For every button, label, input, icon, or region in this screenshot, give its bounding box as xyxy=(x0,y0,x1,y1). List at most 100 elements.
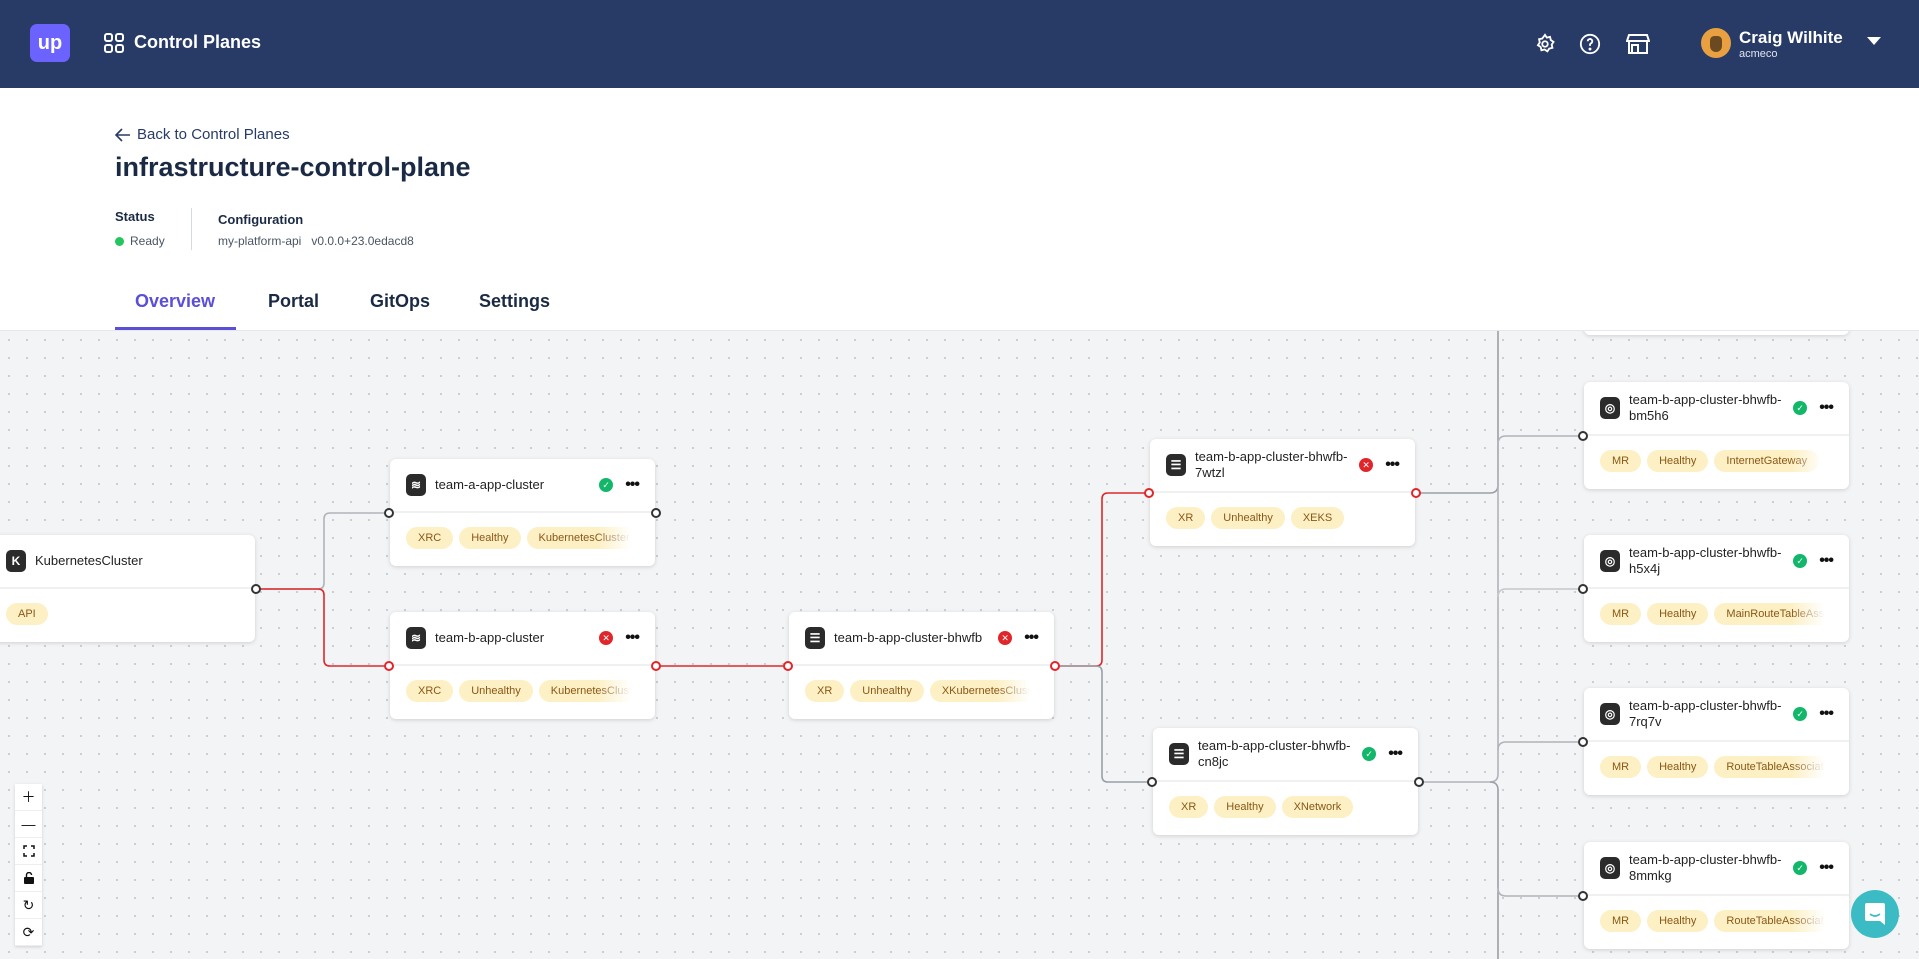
user-name[interactable]: Craig Wilhite xyxy=(1739,28,1843,47)
configuration-version: v0.0.0+23.0edacd8 xyxy=(311,234,414,248)
node-tag: XR xyxy=(1166,507,1206,529)
node-header: ☰team-b-app-cluster-bhwfb-cn8jc✓••• xyxy=(1153,728,1418,782)
section-title: Control Planes xyxy=(134,32,262,52)
node-tag: XRC xyxy=(406,680,454,702)
more-options-icon[interactable]: ••• xyxy=(1819,705,1834,722)
node-tag: Unhealthy xyxy=(850,680,924,702)
more-options-icon[interactable]: ••• xyxy=(1385,456,1400,473)
unlock-icon xyxy=(23,872,34,884)
check-circle-icon: ✓ xyxy=(599,478,614,492)
input-handle[interactable] xyxy=(384,508,394,518)
configuration-label: Configuration xyxy=(218,212,304,227)
node-title: team-a-app-cluster xyxy=(435,477,545,492)
node-header: ◎team-b-app-cluster-bhwfb-7rq7v✓••• xyxy=(1584,688,1849,742)
input-handle[interactable] xyxy=(1578,737,1588,747)
help-icon[interactable] xyxy=(1577,31,1603,57)
configuration-value[interactable]: my-platform-api v0.0.0+23.0edacd8 xyxy=(218,234,414,248)
tab-overview[interactable]: Overview xyxy=(135,291,216,311)
node-title: team-b-app-cluster-bhwfb-7rq7v xyxy=(1629,698,1782,729)
edge xyxy=(1053,492,1150,667)
output-handle[interactable] xyxy=(1414,777,1424,787)
node-tag: MainRouteTableAssociation xyxy=(1714,603,1825,625)
node-tag: XR xyxy=(1169,796,1209,818)
check-circle-icon: ✓ xyxy=(1793,554,1808,568)
zoom-in-button[interactable]: ＋ xyxy=(15,784,42,811)
node-header: ◎team-b-app-cluster-bhwfb-8mmkg✓••• xyxy=(1584,842,1849,896)
upbound-logo[interactable]: up xyxy=(30,24,70,62)
node-title: team-b-app-cluster-bhwfb-cn8jc xyxy=(1198,738,1351,769)
node-tag: Healthy xyxy=(1647,910,1709,932)
node-tag: XRC xyxy=(406,527,454,549)
output-handle[interactable] xyxy=(1411,488,1421,498)
resource-node[interactable]: ◎ xyxy=(1584,331,1849,335)
back-link[interactable]: Back to Control Planes xyxy=(115,126,290,143)
node-tag: RouteTableAssociation xyxy=(1714,756,1825,778)
output-handle[interactable] xyxy=(251,584,261,594)
node-title: team-b-app-cluster-bhwfb-8mmkg xyxy=(1629,852,1782,883)
input-handle[interactable] xyxy=(1578,891,1588,901)
tab-settings[interactable]: Settings xyxy=(479,291,551,311)
output-handle[interactable] xyxy=(651,508,661,518)
rotate-button[interactable]: ↻ xyxy=(15,892,42,919)
list-icon: ☰ xyxy=(1166,454,1186,476)
zoom-out-button[interactable]: — xyxy=(15,811,42,838)
node-tag: MR xyxy=(1600,756,1642,778)
output-handle[interactable] xyxy=(651,661,661,671)
node-tag: Unhealthy xyxy=(1211,507,1285,529)
more-options-icon[interactable]: ••• xyxy=(625,629,640,646)
input-handle[interactable] xyxy=(783,661,793,671)
check-circle-icon: ✓ xyxy=(1793,707,1808,721)
node-title: team-b-app-cluster-bhwfb-bm5h6 xyxy=(1629,392,1782,423)
tab-portal[interactable]: Portal xyxy=(268,291,320,311)
more-options-icon[interactable]: ••• xyxy=(625,476,640,493)
more-options-icon[interactable]: ••• xyxy=(1819,552,1834,569)
node-tag: InternetGateway xyxy=(1714,450,1820,472)
active-tab-indicator xyxy=(115,327,236,330)
edge xyxy=(1417,435,1584,783)
marketplace-icon[interactable] xyxy=(1625,31,1651,57)
chevron-down-icon[interactable] xyxy=(1867,37,1881,45)
more-options-icon[interactable]: ••• xyxy=(1819,859,1834,876)
input-handle[interactable] xyxy=(1578,431,1588,441)
minus-icon: — xyxy=(21,816,36,832)
back-link-label: Back to Control Planes xyxy=(137,126,290,143)
tab-gitops[interactable]: GitOps xyxy=(370,291,431,311)
status-dot xyxy=(115,237,124,246)
edge xyxy=(1053,665,1153,783)
input-handle[interactable] xyxy=(1147,777,1157,787)
input-handle[interactable] xyxy=(1144,488,1154,498)
error-circle-icon: ✕ xyxy=(998,631,1013,645)
refresh-layout-button[interactable]: ⟳ xyxy=(15,919,42,946)
node-tag: KubernetesCluster xyxy=(526,527,631,549)
more-options-icon[interactable]: ••• xyxy=(1024,629,1039,646)
user-org: acmeco xyxy=(1739,48,1778,60)
refresh-icon: ⟳ xyxy=(22,923,35,940)
output-handle[interactable] xyxy=(1050,661,1060,671)
input-handle[interactable] xyxy=(384,661,394,671)
gear-icon[interactable] xyxy=(1532,31,1558,57)
user-avatar[interactable] xyxy=(1701,28,1731,58)
canvas-controls: ＋ — ↻ ⟳ xyxy=(15,784,42,946)
fit-view-button[interactable] xyxy=(15,838,42,865)
input-handle[interactable] xyxy=(1578,584,1588,594)
node-tags: XRUnhealthyXKubernetesCluster xyxy=(805,680,1030,702)
lock-button[interactable] xyxy=(15,865,42,892)
control-planes-nav-link[interactable]: Control Planes xyxy=(104,32,261,53)
more-options-icon[interactable]: ••• xyxy=(1388,745,1403,762)
more-options-icon[interactable]: ••• xyxy=(1819,399,1834,416)
plus-icon: ＋ xyxy=(21,789,36,805)
chat-support-button[interactable] xyxy=(1851,890,1899,938)
target-icon: ◎ xyxy=(1600,397,1620,419)
edge xyxy=(257,588,389,667)
